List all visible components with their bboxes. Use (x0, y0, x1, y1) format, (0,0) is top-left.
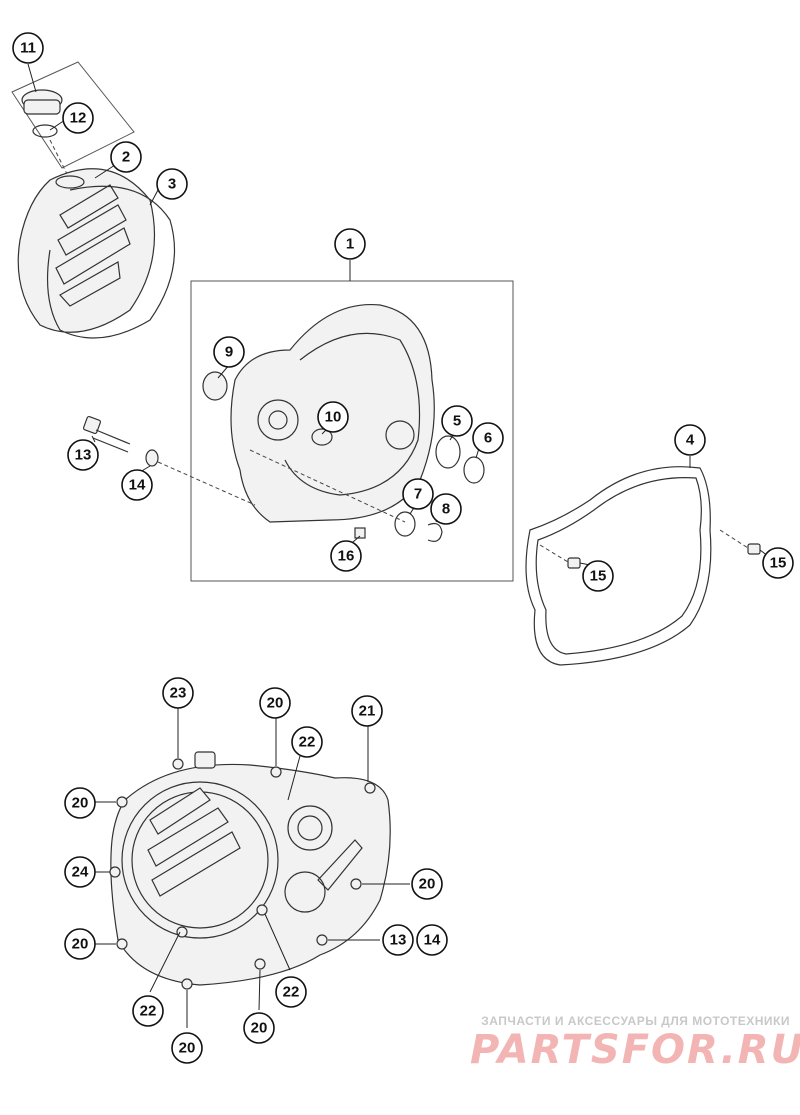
callout-13-upper: 13 (67, 439, 99, 471)
callout-8: 8 (430, 493, 462, 525)
callout-20-bottom-right: 20 (243, 1012, 275, 1044)
cover-gasket (525, 456, 769, 666)
svg-text:1: 1 (346, 236, 354, 253)
svg-text:20: 20 (267, 695, 284, 712)
svg-text:22: 22 (283, 984, 300, 1001)
svg-text:16: 16 (338, 548, 355, 565)
callout-22-right: 22 (275, 976, 307, 1008)
watermark-logo: PARTSFOR.RU (470, 1027, 800, 1073)
callout-24: 24 (64, 856, 96, 888)
callout-7: 7 (402, 478, 434, 510)
callout-11: 11 (12, 32, 44, 64)
svg-text:10: 10 (325, 409, 342, 426)
oil-cap-group (11, 61, 135, 177)
callout-15-right: 15 (762, 547, 794, 579)
svg-text:20: 20 (179, 1040, 196, 1057)
svg-text:5: 5 (453, 413, 461, 430)
svg-text:3: 3 (168, 176, 176, 193)
callout-21: 21 (351, 695, 383, 727)
callout-9: 9 (213, 336, 245, 368)
callout-3: 3 (156, 168, 188, 200)
svg-text:20: 20 (419, 876, 436, 893)
callout-16: 16 (330, 540, 362, 572)
callout-6: 6 (472, 422, 504, 454)
svg-text:4: 4 (686, 432, 695, 449)
svg-text:14: 14 (424, 932, 441, 949)
assembled-clutch-cover (95, 708, 410, 1028)
callout-4: 4 (674, 424, 706, 456)
callout-15-left: 15 (582, 560, 614, 592)
callout-13-lower: 13 (382, 924, 414, 956)
bolt-washer-upper (82, 415, 256, 506)
callout-14-lower: 14 (416, 924, 448, 956)
callout-2: 2 (110, 141, 142, 173)
watermark-tagline: ЗАПЧАСТИ И АКСЕССУАРЫ ДЛЯ МОТОТЕХНИКИ (481, 1014, 790, 1028)
svg-text:21: 21 (359, 703, 376, 720)
callout-14-upper: 14 (121, 469, 153, 501)
svg-text:24: 24 (72, 864, 89, 881)
svg-text:11: 11 (20, 40, 36, 57)
svg-text:8: 8 (442, 501, 450, 518)
svg-text:13: 13 (390, 932, 407, 949)
callout-12: 12 (62, 102, 94, 134)
callout-20-top: 20 (259, 687, 291, 719)
svg-text:20: 20 (72, 936, 89, 953)
callout-20-bottom: 20 (171, 1032, 203, 1064)
callout-22-bottom: 22 (132, 995, 164, 1027)
svg-text:22: 22 (299, 734, 316, 751)
svg-text:14: 14 (129, 477, 146, 494)
cover-gasket-ring (46, 185, 176, 339)
callout-23: 23 (162, 677, 194, 709)
watermark: ЗАПЧАСТИ И АКСЕССУАРЫ ДЛЯ МОТОТЕХНИКИ PA… (470, 1014, 800, 1073)
svg-text:6: 6 (484, 430, 492, 447)
svg-text:2: 2 (122, 149, 130, 166)
svg-text:7: 7 (414, 486, 422, 503)
svg-text:12: 12 (70, 110, 87, 127)
callout-20-left-bottom: 20 (64, 928, 96, 960)
svg-text:20: 20 (72, 795, 89, 812)
svg-text:15: 15 (770, 555, 787, 572)
callout-5: 5 (441, 405, 473, 437)
callout-10: 10 (317, 401, 349, 433)
svg-text:20: 20 (251, 1020, 268, 1037)
svg-text:23: 23 (170, 685, 187, 702)
callout-22-top: 22 (291, 726, 323, 758)
svg-text:13: 13 (75, 447, 92, 464)
svg-text:22: 22 (140, 1003, 157, 1020)
callout-1: 1 (334, 228, 366, 260)
outer-clutch-cover (17, 164, 156, 333)
callout-20-left-top: 20 (64, 787, 96, 819)
callout-20-right: 20 (411, 868, 443, 900)
svg-text:15: 15 (590, 568, 607, 585)
svg-text:9: 9 (225, 344, 233, 361)
